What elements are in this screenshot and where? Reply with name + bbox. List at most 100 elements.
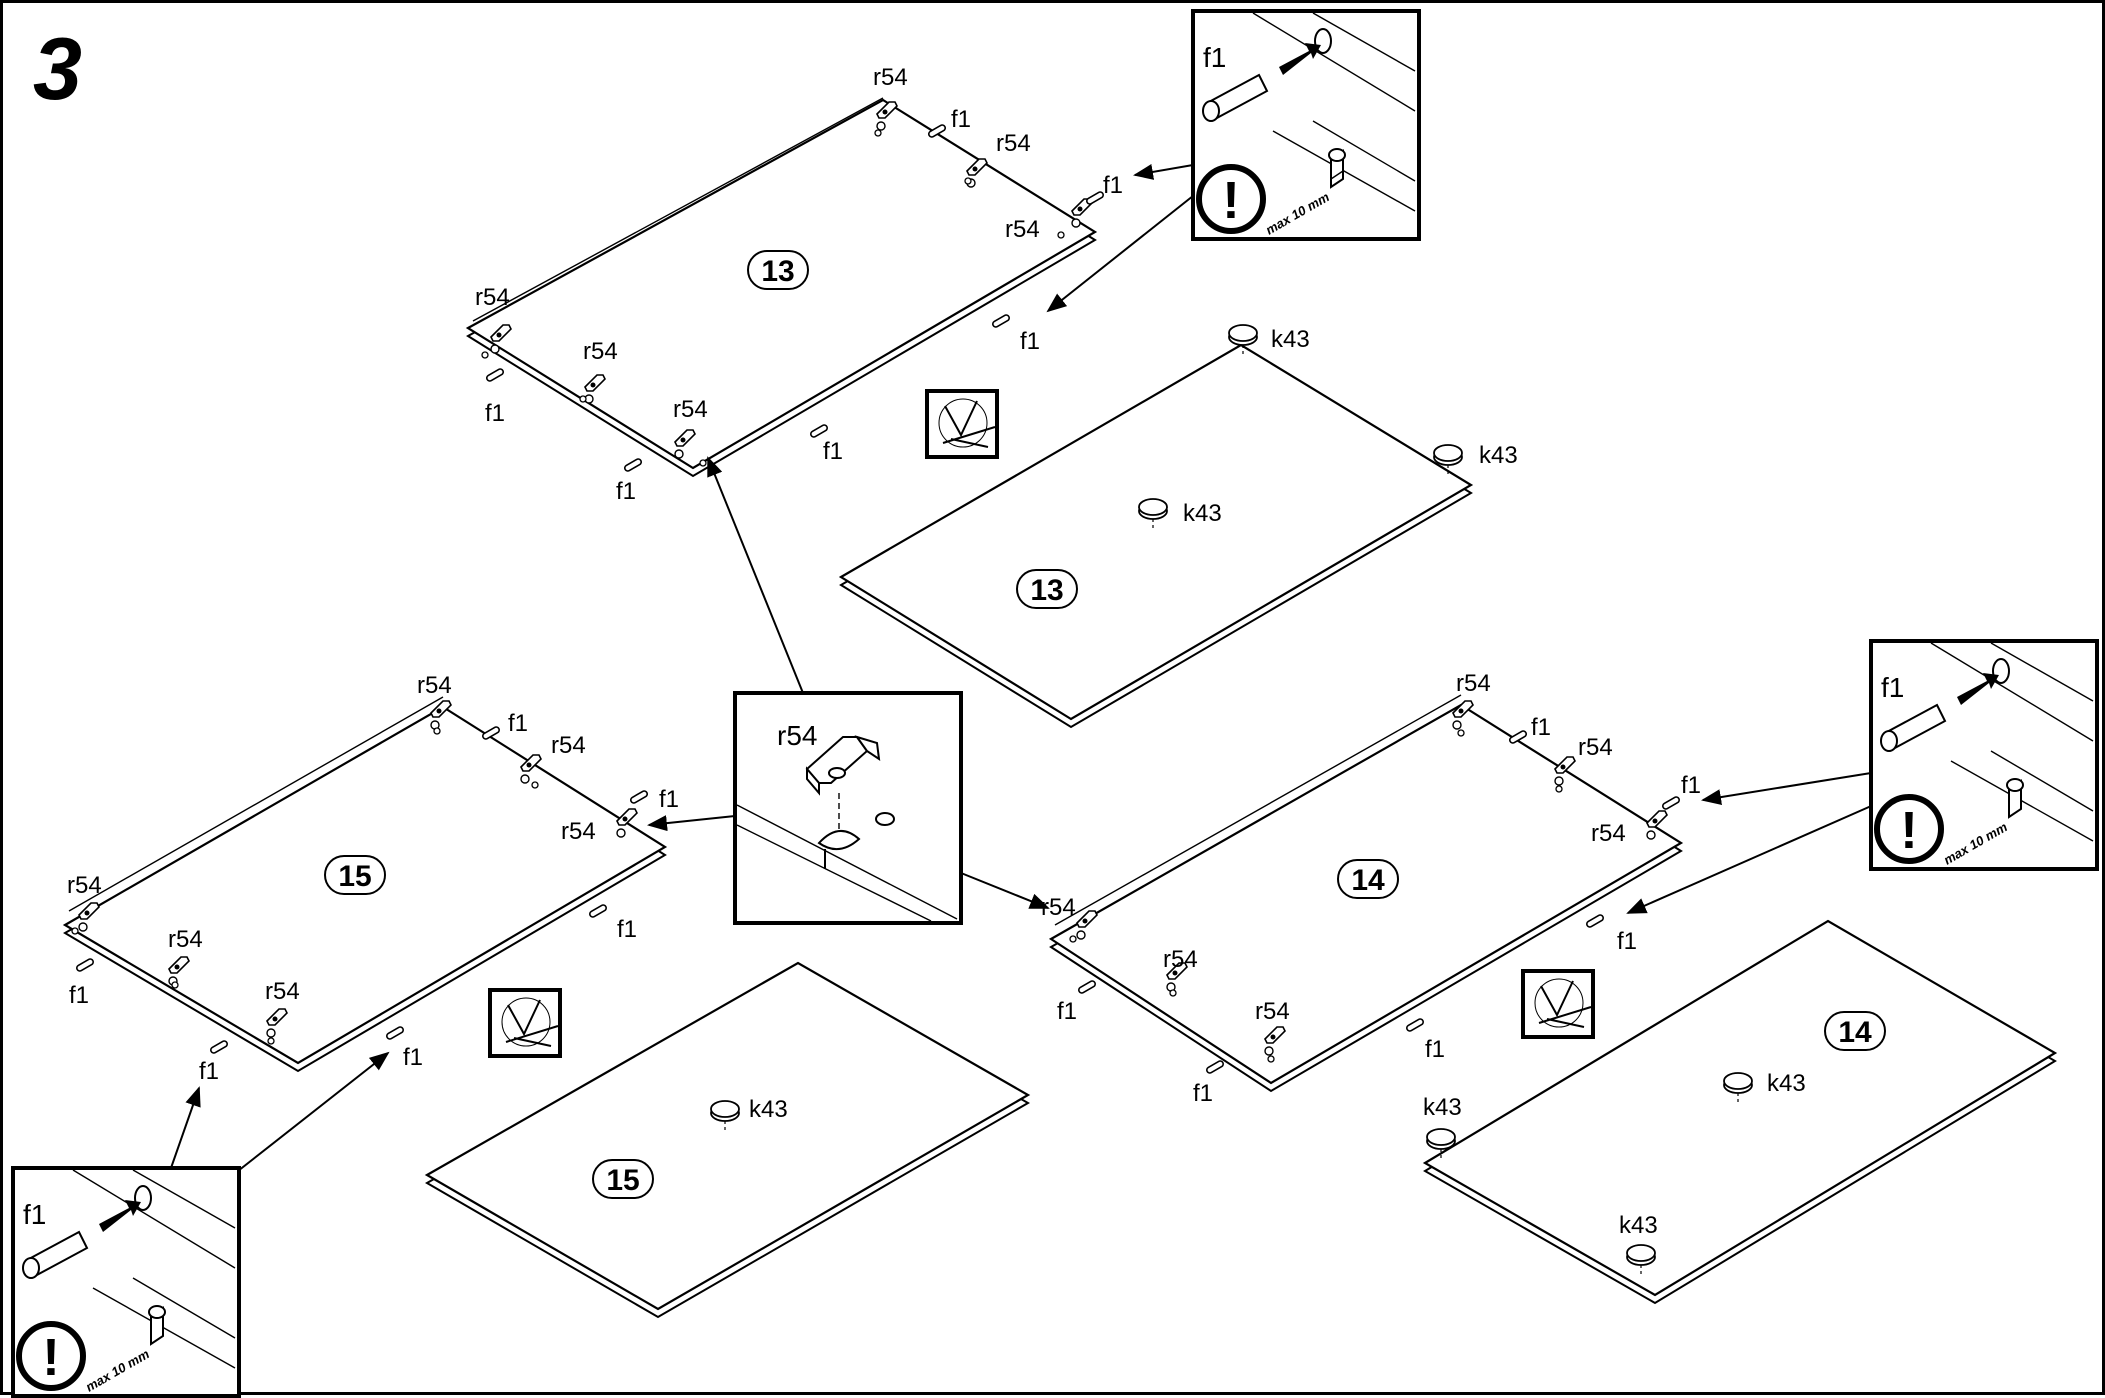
cam-fitting xyxy=(1076,910,1098,940)
cam-fitting xyxy=(1166,962,1188,992)
hole xyxy=(1555,785,1563,793)
part-label-dowel: f1 xyxy=(823,438,843,465)
panel-14-base-badge: 14 xyxy=(1824,1011,1886,1051)
cam-fitting xyxy=(1452,700,1474,730)
cam-fitting xyxy=(266,1008,288,1038)
dowel xyxy=(1206,1060,1224,1074)
part-label-foot: k43 xyxy=(1479,442,1518,469)
svg-text:14: 14 xyxy=(1351,864,1385,897)
panel-13-badge: 13 xyxy=(747,250,809,290)
dowel xyxy=(1078,980,1096,994)
part-label-dowel: f1 xyxy=(485,400,505,427)
part-label-cam: r54 xyxy=(67,872,102,899)
part-label-cam: r54 xyxy=(873,64,908,91)
hole xyxy=(1267,1055,1275,1063)
svg-text:15: 15 xyxy=(606,1164,639,1197)
dowel-detail-inset-top: f1 ! max 10 mm xyxy=(1191,9,1421,241)
dowel xyxy=(810,424,828,438)
panel-15-base xyxy=(424,961,1031,1319)
warning-mark: ! xyxy=(1222,172,1239,230)
part-label-dowel: f1 xyxy=(1531,714,1551,741)
part-label-dowel: f1 xyxy=(1020,328,1040,355)
part-label-dowel: f1 xyxy=(1425,1036,1445,1063)
hole xyxy=(699,459,707,467)
cam-fitting xyxy=(1264,1026,1286,1056)
part-labels: r54 f1 r54 f1 r54 f1 r54 r54 r54 f1 f1 f1 k43 k43 k43 r… xyxy=(67,64,1806,1239)
hole xyxy=(1069,935,1077,943)
dowel xyxy=(482,726,500,740)
panel-14-badge: 14 xyxy=(1337,859,1399,899)
warning-mark: ! xyxy=(1900,802,1917,860)
hole xyxy=(171,981,179,989)
part-label-foot: k43 xyxy=(1767,1070,1806,1097)
flip-panel-icon xyxy=(1521,969,1595,1039)
cam-fitting xyxy=(520,754,542,784)
panel-13-base-badge: 13 xyxy=(1016,569,1078,609)
hole xyxy=(433,727,441,735)
inset-cam-label: r54 xyxy=(777,720,817,751)
dowel xyxy=(76,958,94,972)
part-label-cam: r54 xyxy=(1163,946,1198,973)
flip-panel-icon xyxy=(925,389,999,459)
warning-mark: ! xyxy=(42,1329,59,1387)
part-label-foot: k43 xyxy=(749,1096,788,1123)
part-label-foot: k43 xyxy=(1271,326,1310,353)
part-label-dowel: f1 xyxy=(1103,172,1123,199)
part-label-dowel: f1 xyxy=(1617,928,1637,955)
part-label-dowel: f1 xyxy=(1681,772,1701,799)
hole xyxy=(1169,989,1177,997)
hole xyxy=(874,129,882,137)
part-label-dowel: f1 xyxy=(403,1044,423,1071)
panel-15-base-badge: 15 xyxy=(592,1159,654,1199)
dowel xyxy=(624,458,642,472)
panel-14-base xyxy=(1422,919,2058,1305)
dowel xyxy=(210,1040,228,1054)
part-label-cam: r54 xyxy=(1255,998,1290,1025)
part-label-cam: r54 xyxy=(1005,216,1040,243)
dowels xyxy=(76,124,1680,1074)
part-label-cam: r54 xyxy=(1578,734,1613,761)
part-label-dowel: f1 xyxy=(508,710,528,737)
hole xyxy=(267,1037,275,1045)
cam-fitting xyxy=(616,808,638,838)
dowel-detail-inset-bottom-left: f1 ! max 10 mm xyxy=(11,1166,241,1398)
part-label-dowel: f1 xyxy=(951,106,971,133)
part-label-dowel: f1 xyxy=(199,1058,219,1085)
leader-arrows xyxy=(170,164,1879,1172)
dowel xyxy=(1086,191,1104,205)
cam-fitting xyxy=(584,374,606,404)
svg-text:13: 13 xyxy=(1030,574,1063,607)
foot xyxy=(1426,1128,1456,1161)
hole xyxy=(531,781,539,789)
part-label-dowel: f1 xyxy=(1057,998,1077,1025)
dowel-detail-inset-right: f1 ! max 10 mm xyxy=(1869,639,2099,871)
dowel xyxy=(386,1026,404,1040)
part-label-cam: r54 xyxy=(551,732,586,759)
inset-dowel-label: f1 xyxy=(23,1199,46,1230)
part-label-foot: k43 xyxy=(1619,1212,1658,1239)
cam-fitting xyxy=(490,324,512,354)
svg-text:13: 13 xyxy=(761,255,794,288)
foot xyxy=(1723,1072,1753,1105)
flip-panel-icon xyxy=(488,988,562,1058)
hole xyxy=(481,351,489,359)
dowel xyxy=(486,368,504,382)
part-label-cam: r54 xyxy=(1591,820,1626,847)
dowel xyxy=(1509,730,1527,744)
part-label-foot: k43 xyxy=(1183,500,1222,527)
part-label-cam: r54 xyxy=(561,818,596,845)
part-label-dowel: f1 xyxy=(617,916,637,943)
dowel xyxy=(992,314,1010,328)
cam-fitting xyxy=(674,429,696,459)
foot xyxy=(1626,1244,1656,1277)
inset-dowel-label: f1 xyxy=(1203,42,1226,73)
foot xyxy=(1228,324,1258,357)
dowel xyxy=(928,124,946,138)
dowel xyxy=(1586,914,1604,928)
part-label-cam: r54 xyxy=(996,130,1031,157)
part-label-cam: r54 xyxy=(475,284,510,311)
hole xyxy=(1057,231,1065,239)
dowel xyxy=(1662,796,1680,810)
inset-dowel-label: f1 xyxy=(1881,672,1904,703)
